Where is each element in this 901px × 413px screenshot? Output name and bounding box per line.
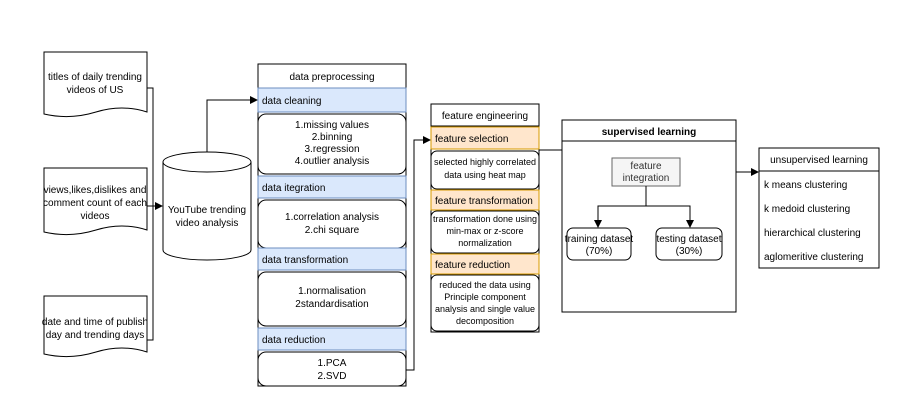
data-reduction-item-1: 1.PCA bbox=[318, 358, 347, 369]
section-box-feature-transformation bbox=[430, 210, 540, 254]
section-header-data-cleaning-label: data cleaning bbox=[262, 96, 322, 107]
preprocessing-to-feature-arrow bbox=[406, 136, 431, 371]
database-cylinder bbox=[162, 151, 252, 261]
supervised-title: supervised learning bbox=[602, 127, 696, 138]
section-header-data-reduction-label: data reduction bbox=[262, 335, 325, 346]
feature-integration-line-2: integration bbox=[623, 173, 670, 184]
data-itegration-item-1: 1.correlation analysis bbox=[285, 212, 379, 223]
section-header-data-cleaning bbox=[257, 87, 407, 113]
input-doc-2-line-3: videos bbox=[81, 211, 110, 222]
section-box-data-transformation bbox=[257, 271, 407, 327]
section-header-data-itegration bbox=[257, 175, 407, 199]
unsupervised-item-2: k medoid clustering bbox=[764, 204, 850, 215]
feature-reduction-item-3: analysis and single value bbox=[435, 304, 535, 314]
unsupervised-item-1: k means clustering bbox=[764, 180, 847, 191]
data-itegration-item-2: 2.chi square bbox=[305, 225, 360, 236]
feature-reduction-item-1: reduced the data using bbox=[439, 280, 531, 290]
input-doc-3-line-2: day and trending days bbox=[46, 330, 144, 341]
feature-selection-item-2: data using heat map bbox=[444, 170, 526, 180]
testing-dataset-line-2: (30%) bbox=[676, 246, 703, 257]
database-line-1: YouTube trending bbox=[168, 205, 246, 216]
training-dataset-line-1: training dataset bbox=[565, 234, 634, 245]
section-box-feature-selection bbox=[430, 150, 540, 190]
section-header-data-itegration-label: data itegration bbox=[262, 183, 325, 194]
section-header-feature-transformation bbox=[430, 189, 540, 211]
data-cleaning-item-4: 4.outlier analysis bbox=[295, 156, 369, 167]
feature-reduction-item-2: Principle component bbox=[444, 292, 526, 302]
feature-transformation-item-1: transformation done using bbox=[433, 214, 537, 224]
feature-engineering-title: feature engineering bbox=[442, 111, 528, 122]
unsupervised-item-4: aglomeritive clustering bbox=[764, 252, 864, 263]
input-doc-1-line-2: videos of US bbox=[67, 85, 124, 96]
unsupervised-item-3: hierarchical clustering bbox=[764, 228, 861, 239]
feature-integration-line-1: feature bbox=[630, 161, 662, 172]
database-line-2: video analysis bbox=[176, 218, 239, 229]
section-header-feature-reduction-label: feature reduction bbox=[435, 260, 510, 271]
section-box-data-cleaning bbox=[257, 113, 407, 175]
section-header-feature-selection-label: feature selection bbox=[435, 134, 508, 145]
input-doc-3-line-1: date and time of publish bbox=[42, 317, 148, 328]
section-header-feature-reduction bbox=[430, 253, 540, 275]
training-dataset-box bbox=[566, 227, 632, 261]
input-doc-2-line-1: views,likes,dislikes and bbox=[44, 185, 147, 196]
feature-selection-item-1: selected highly correlated bbox=[434, 157, 536, 167]
db-to-preprocessing-arrow bbox=[206, 96, 258, 152]
input-doc-2-shape bbox=[43, 167, 148, 236]
supervised-container bbox=[561, 119, 737, 313]
feature-transformation-item-3: normalization bbox=[458, 238, 512, 248]
unsupervised-container bbox=[758, 147, 880, 269]
testing-dataset-line-1: testing dataset bbox=[656, 234, 721, 245]
input-doc-1-shape bbox=[43, 51, 148, 118]
section-header-feature-selection bbox=[430, 126, 540, 150]
data-cleaning-item-2: 2.binning bbox=[312, 132, 353, 143]
feature-integration-box bbox=[611, 157, 681, 187]
input-doc-2-line-2: comment count of each bbox=[43, 198, 147, 209]
section-box-data-itegration bbox=[257, 199, 407, 249]
feature-reduction-item-4: decomposition bbox=[456, 316, 514, 326]
section-box-feature-reduction bbox=[430, 274, 540, 332]
section-header-data-reduction bbox=[257, 327, 407, 351]
input-doc-1-line-1: titles of daily trending bbox=[48, 72, 142, 83]
data-transformation-item-1: 1.normalisation bbox=[298, 286, 366, 297]
data-cleaning-item-1: 1.missing values bbox=[295, 120, 369, 131]
preprocessing-title: data preprocessing bbox=[289, 72, 374, 83]
section-header-feature-transformation-label: feature transformation bbox=[435, 196, 533, 207]
section-header-data-transformation bbox=[257, 247, 407, 271]
feature-transformation-item-2: min-max or z-score bbox=[446, 226, 523, 236]
training-dataset-line-2: (70%) bbox=[586, 246, 613, 257]
data-cleaning-item-3: 3.regression bbox=[304, 144, 359, 155]
input-doc-3-shape bbox=[43, 295, 148, 358]
inputs-connector bbox=[147, 87, 162, 341]
unsupervised-title: unsupervised learning bbox=[770, 155, 868, 166]
data-reduction-item-2: 2.SVD bbox=[318, 371, 347, 382]
section-box-data-reduction bbox=[257, 351, 407, 387]
section-header-data-transformation-label: data transformation bbox=[262, 255, 348, 266]
testing-dataset-box bbox=[655, 227, 723, 261]
data-transformation-item-2: 2standardisation bbox=[295, 299, 368, 310]
